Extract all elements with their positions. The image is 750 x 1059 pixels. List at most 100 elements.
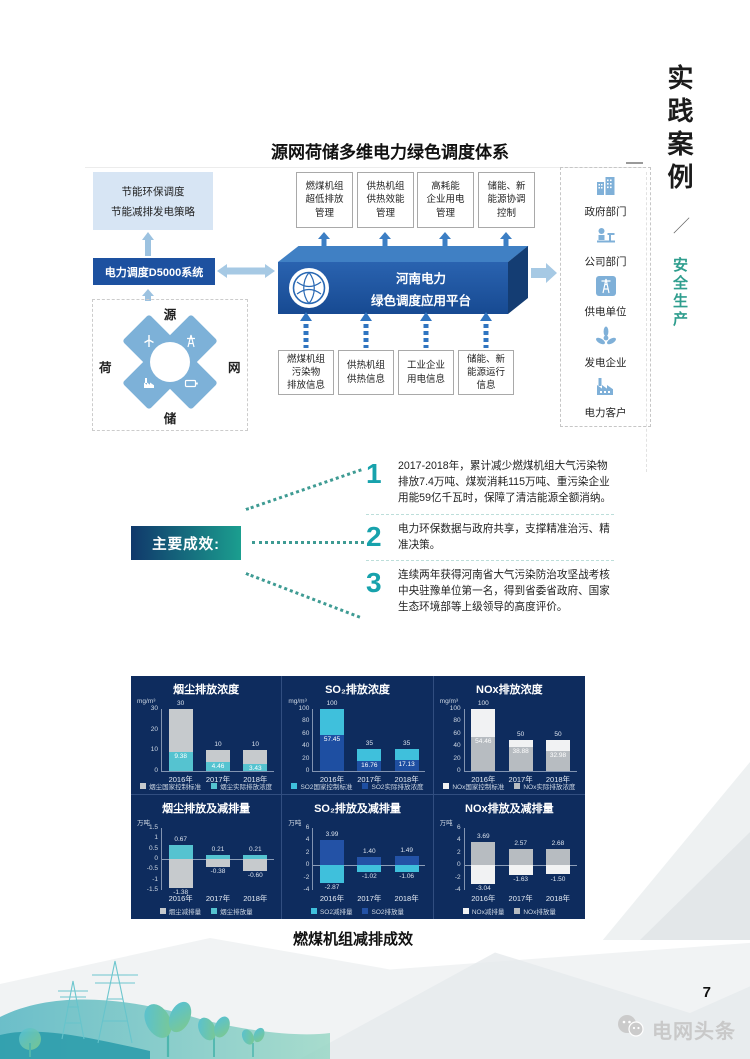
stakeholder-item: 供电单位 [585,274,627,319]
management-box: 储能、新 能源协调 控制 [478,172,535,228]
legend-label: NOx实际排放浓度 [523,784,576,791]
up-arrow-icon [141,232,155,261]
y-axis-tick-label: 1 [154,834,158,842]
dashed-up-arrow-icon [359,312,373,353]
x-axis-category-label: 2017年 [508,775,533,784]
achievement-text: 2017-2018年，累计减少燃煤机组大气污染物排放7.4万吨、煤炭消耗115万… [398,460,612,504]
chart-title: SO₂排放浓度 [325,684,390,696]
label-source: 源 [163,308,177,322]
positive-value-label: 3.69 [476,833,490,841]
bar-actual-label: 16.76 [361,761,378,769]
legend-color-swatch [362,783,369,789]
actual-bar [243,763,268,771]
stakeholder-item: 电力客户 [585,375,627,420]
dotted-connector [252,541,364,544]
positive-value-label: 2.57 [514,840,527,848]
diagram-title: 源网荷储多维电力绿色调度体系 [271,143,509,162]
up-arrow-icon [141,288,155,306]
legend-color-swatch [211,908,218,914]
legend-entry: NOx国家控制标准 [443,781,504,791]
chart-legend: 烟尘国家控制标准烟尘实际排放浓度 [131,781,281,791]
emission-bar [508,849,533,866]
chart-category-slot: 10 4.46 2017年 [199,709,236,784]
chart-legend: 烟尘减排量烟尘排放量 [131,906,281,916]
legend-entry: NOx实际排放浓度 [514,781,575,791]
legend-label: NOx排放量 [523,909,556,916]
legend-label: 烟尘国家控制标准 [149,784,202,791]
x-axis-category-label: 2016年 [168,894,193,903]
management-box: 高耗能 企业用电 管理 [417,172,474,228]
positive-value-label: 1.49 [400,846,413,854]
y-axis-tick-label: 0 [154,767,158,774]
emission-bar [168,845,193,859]
info-box: 供热机组 供热信息 [338,350,394,395]
cluster-center-circle [150,342,190,382]
strategy-line1: 节能环保调度 [121,185,185,198]
chart-unit-label: mg/m³ [288,698,307,705]
achievement-text: 连续两年获得河南省大气污染防治攻坚战考核中央驻豫单位第一名，得到省委省政府、国家… [398,569,610,614]
bar-actual-label: 4.46 [211,762,225,770]
emission-bar [471,842,496,866]
actual-bar [168,751,193,771]
dashed-divider [366,513,614,515]
bar-total-label: 10 [214,741,222,749]
actual-bar [545,750,570,771]
y-axis-tick-label: 0 [457,861,461,869]
legend-entry: SO2排放量 [362,906,404,916]
y-axis-tick-label: 10 [150,746,158,754]
x-axis-category-label: 2017年 [508,894,533,903]
y-axis-tick-label: -4 [454,886,461,893]
chart-unit-label: 万吨 [288,820,302,827]
chart-unit-label: mg/m³ [439,698,459,705]
chart-category-slot: 2.57 -1.63 2017年 [502,828,539,903]
dashed-up-arrow-icon [299,312,313,353]
y-axis-tick-label: 40 [302,742,310,750]
y-axis-tick-label: 6 [457,824,461,831]
chart-legend: NOx减排量 NOx排放量 [434,906,585,916]
negative-value-label: -2.87 [324,883,340,891]
emission-bar [394,855,419,866]
double-horizontal-arrow-icon [217,263,275,284]
y-axis-tick-label: -2 [303,873,310,881]
x-axis-category-label: 2017年 [205,775,231,784]
power-tower-icon [183,333,199,354]
y-axis-tick-label: 0 [457,767,461,774]
x-axis-category-label: 2018年 [545,775,571,784]
negative-value-label: -1.63 [513,876,529,884]
page-number: 7 [702,984,711,1001]
negative-value-label: -1.50 [550,875,566,883]
legend-entry: NOx减排量 [462,906,504,916]
x-axis-category-label: 2018年 [394,775,419,784]
globe-logo-icon [288,267,330,314]
chart-legend: NOx国家控制标准 NOx实际排放浓度 [434,781,585,791]
actual-bar [205,761,230,771]
actual-bar [508,746,533,771]
strategy-line2: 节能减排发电策略 [111,205,195,218]
office-desk-icon [594,224,618,253]
y-axis-tick-label: 40 [453,742,461,750]
info-box: 燃煤机组 污染物 排放信息 [278,350,334,395]
x-axis-category-label: 2016年 [471,775,496,784]
stakeholder-item: 公司部门 [585,224,627,269]
platform-top-face [278,246,529,262]
y-axis-tick-label: 100 [449,705,461,712]
info-box: 工业企业 用电信息 [398,350,454,395]
negative-value-label: -3.04 [475,885,491,893]
y-axis-tick-label: 0 [305,861,310,869]
stakeholder-label: 供电单位 [584,306,627,319]
dotted-connector [245,468,362,511]
right-arrow-icon [531,263,557,288]
factory-icon [141,375,157,396]
legend-entry: SO2减排量 [310,906,352,916]
dotted-connector [245,572,361,619]
negative-value-label: -1.06 [399,872,415,880]
